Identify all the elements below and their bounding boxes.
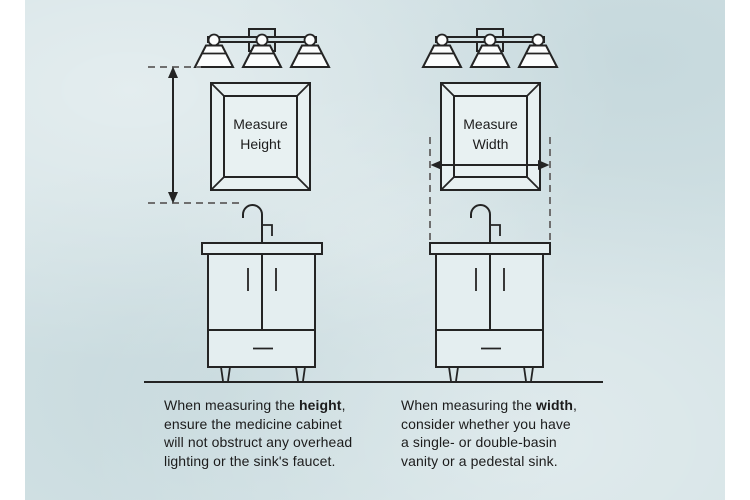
caption-height-line2: ensure the medicine cabinet xyxy=(164,415,342,432)
bold-keyword-width: width xyxy=(535,397,574,413)
caption-height-line3: will not obstruct any overhead xyxy=(164,434,353,450)
caption-width: When measuring the width, consider wheth… xyxy=(401,396,616,470)
vanity-light-icon xyxy=(194,28,330,68)
caption-width-line3: a single- or double-basin xyxy=(401,434,557,450)
caption-width-line2: consider whether you have xyxy=(401,415,571,432)
watercolor-background xyxy=(25,0,725,500)
caption-height-line4: lighting or the sink's faucet. xyxy=(164,452,336,469)
measure-width-line2: Width xyxy=(472,136,509,152)
caption-height: When measuring the height, ensure the me… xyxy=(164,396,379,470)
sink-vanity-icon xyxy=(429,204,551,382)
caption-width-line4: vanity or a pedestal sink. xyxy=(401,452,558,469)
measure-height-line2: Height xyxy=(240,136,281,152)
sink-vanity-icon xyxy=(201,204,323,382)
bold-keyword-height: height xyxy=(298,397,342,413)
measure-height-label: Measure Height xyxy=(211,114,310,154)
vanity-light-icon xyxy=(422,28,558,68)
caption-height-line1: When measuring the height, xyxy=(164,397,346,413)
width-measure-arrow-icon xyxy=(429,137,551,243)
caption-width-line1: When measuring the width, xyxy=(401,397,578,413)
measure-width-line1: Measure xyxy=(463,116,518,132)
measure-height-line1: Measure xyxy=(233,116,288,132)
measure-width-label: Measure Width xyxy=(441,114,540,154)
height-measure-arrow-icon xyxy=(148,66,240,204)
